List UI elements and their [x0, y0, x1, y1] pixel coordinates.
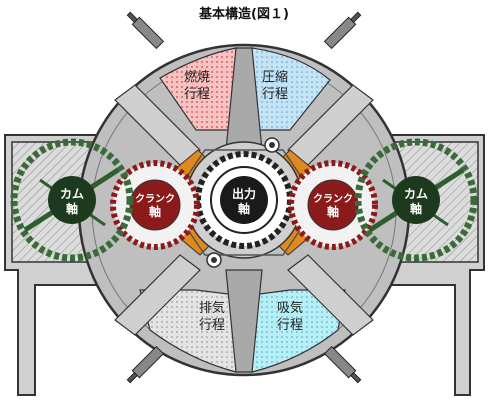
cam-right-label-2: 軸 [410, 201, 422, 216]
spark-plugs [126, 11, 362, 384]
cam-right-label-1: カム [404, 187, 428, 201]
output-shaft-gear [185, 137, 303, 268]
rotor-arm-lower [225, 269, 263, 373]
intake-label-1: 吸気 [277, 300, 303, 316]
crank-gear-left [110, 160, 200, 250]
cam-left-label-2: 軸 [66, 201, 78, 216]
exhaust-label-2: 行程 [199, 318, 225, 333]
diagonal-arms [114, 84, 374, 336]
intake-label-2: 行程 [277, 318, 303, 333]
compression-label-1: 圧縮 [262, 69, 288, 85]
cam-gear-right [354, 138, 478, 262]
crank-gear-right [288, 160, 378, 250]
compression-region [251, 47, 331, 131]
crank-right-label-2: 軸 [327, 204, 339, 219]
cam-gear-left [10, 138, 134, 262]
compression-label-2: 行程 [262, 87, 288, 102]
diagram-title: 基本構造(図１) [198, 6, 289, 22]
output-shaft-label-2: 軸 [238, 201, 250, 216]
crank-right-label-1: クランク [313, 193, 353, 205]
combustion-label-1: 燃焼 [184, 69, 210, 85]
cam-left-label-1: カム [60, 187, 84, 201]
exhaust-label-1: 排気 [199, 300, 225, 316]
crank-left-label-2: 軸 [149, 204, 161, 219]
combustion-label-2: 行程 [184, 87, 210, 102]
output-shaft-label-1: 出力 [232, 186, 256, 201]
crank-left-label-1: クランク [135, 193, 175, 205]
